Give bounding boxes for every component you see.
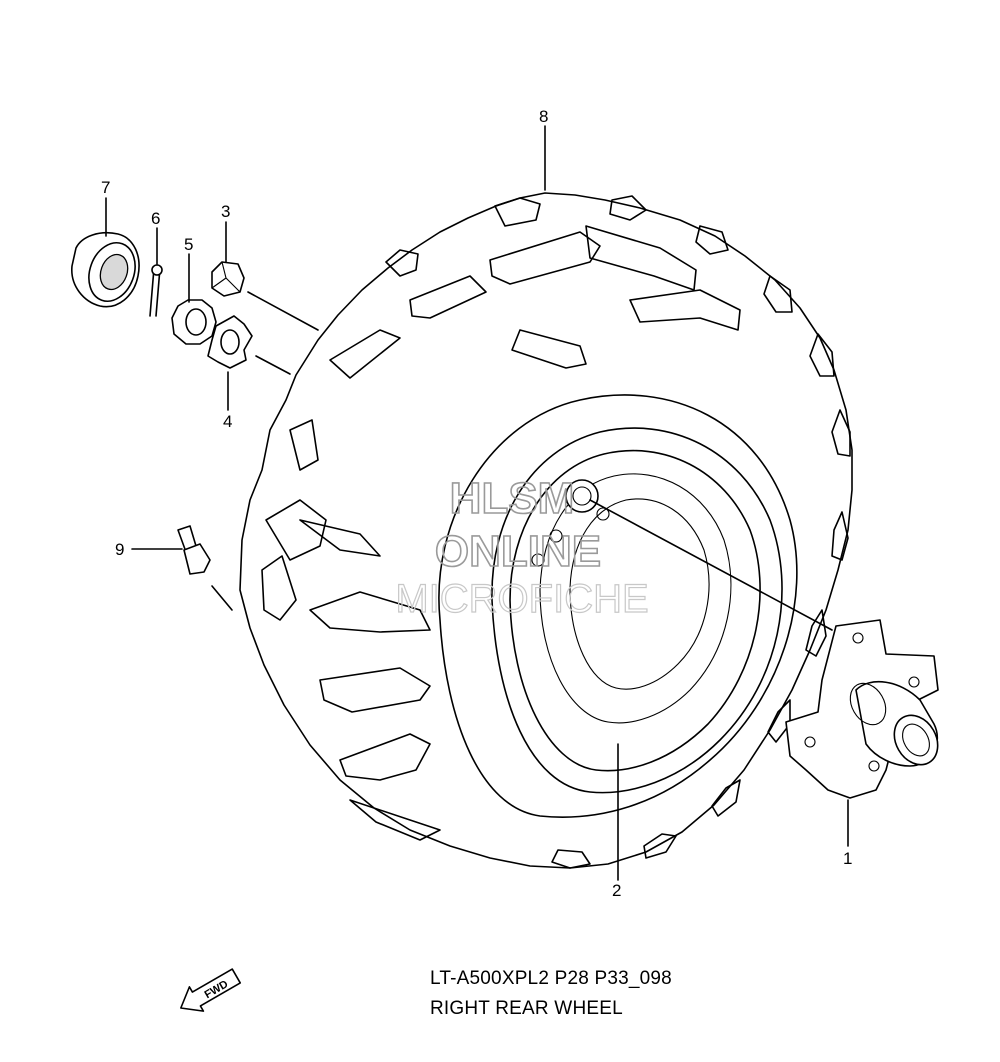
lock-plate	[207, 315, 253, 369]
watermark: HLSM ONLINE MICROFICHE	[395, 473, 650, 621]
callout-5: 5	[184, 235, 193, 254]
leader-lines	[105, 125, 849, 881]
callout-labels: 1 2 3 4 5 6 7 8 9	[101, 107, 852, 900]
callout-9: 9	[115, 540, 124, 559]
watermark-line-2: ONLINE	[435, 527, 601, 576]
wheel-rim	[491, 427, 783, 794]
callout-1: 1	[843, 849, 852, 868]
callout-3: 3	[221, 202, 230, 221]
callout-2: 2	[612, 881, 621, 900]
diagram-model-code: LT-A500XPL2 P28 P33_098	[430, 968, 672, 989]
callout-4: 4	[223, 412, 232, 431]
cotter-pin	[149, 264, 163, 317]
diagram-title: RIGHT REAR WHEEL	[430, 998, 623, 1019]
toothed-washer	[171, 299, 217, 345]
hub-cap	[71, 232, 140, 308]
fwd-arrow-icon: FWD	[180, 968, 242, 1012]
watermark-line-3: MICROFICHE	[395, 577, 648, 621]
watermark-line-1: HLSM	[450, 474, 575, 523]
axle-nut	[211, 261, 245, 297]
callout-6: 6	[151, 209, 160, 228]
fwd-arrow-label: FWD	[203, 978, 231, 1001]
callout-8: 8	[539, 107, 548, 126]
valve-stem	[177, 525, 211, 575]
callout-7: 7	[101, 178, 110, 197]
wheel-hub	[785, 619, 939, 799]
